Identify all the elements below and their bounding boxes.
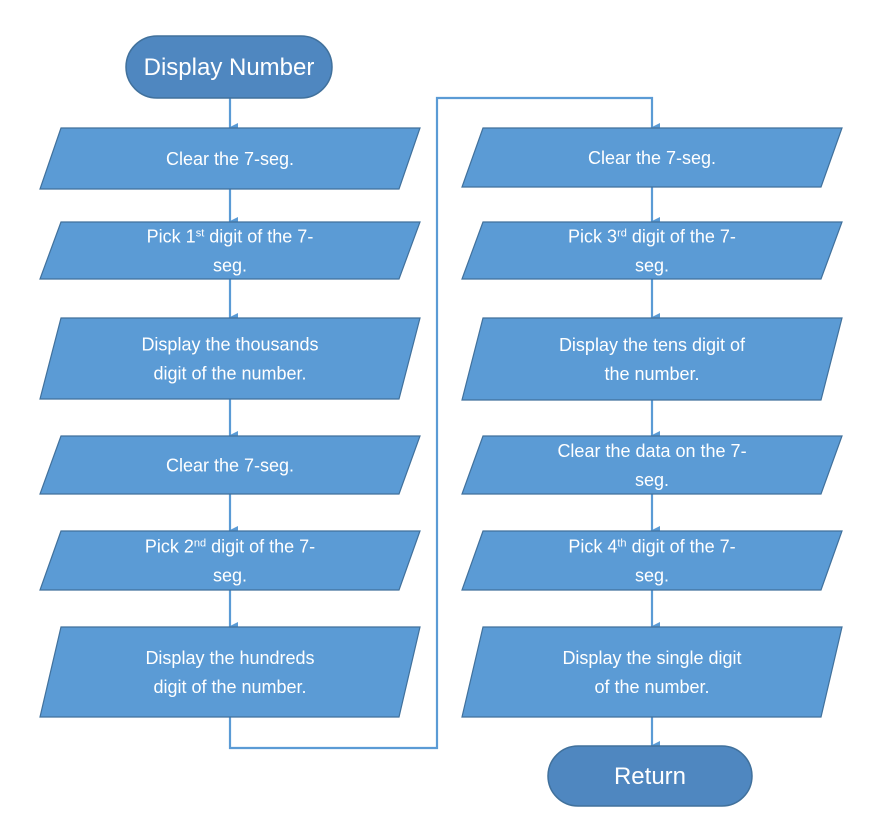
- right-step-6-line-2: of the number.: [594, 677, 709, 697]
- left-step-3: Display the thousands digit of the number…: [39, 317, 421, 400]
- label-text: digit of the number.: [153, 363, 306, 383]
- label-text: Pick 3: [568, 226, 617, 246]
- label-text: Display the tens digit of: [559, 335, 746, 355]
- left-step-2-line-2: seg.: [213, 255, 247, 275]
- label-text: Pick 2: [145, 536, 194, 556]
- label-text: Display the single digit: [562, 648, 741, 668]
- label-text: Pick 1: [147, 226, 196, 246]
- label-text: digit of the number.: [153, 677, 306, 697]
- label-text: the number.: [604, 364, 699, 384]
- right-step-3-shape: [461, 317, 843, 401]
- right-step-4-line-1: Clear the data on the 7-: [557, 441, 746, 461]
- left-step-6-line-1: Display the hundreds: [145, 648, 314, 668]
- right-step-2-line-1: Pick 3rd digit of the 7-: [568, 226, 736, 246]
- label-text: seg.: [635, 255, 669, 275]
- right-step-5-line-2: seg.: [635, 565, 669, 585]
- label-text: seg.: [213, 255, 247, 275]
- right-step-1-line-1: Clear the 7-seg.: [588, 148, 716, 168]
- start-terminal: Display Number: [125, 35, 333, 99]
- right-step-5-line-1: Pick 4th digit of the 7-: [568, 536, 735, 556]
- label-text: Pick 4: [568, 536, 617, 556]
- left-step-5: Pick 2nd digit of the 7- seg.: [39, 530, 421, 591]
- label-text: seg.: [213, 565, 247, 585]
- connectors: [228, 96, 660, 751]
- ordinal-superscript: nd: [194, 537, 206, 549]
- start-terminal-shape: [125, 35, 333, 99]
- start-terminal-label: Display Number: [144, 54, 315, 81]
- label-text: seg.: [635, 470, 669, 490]
- label-text: Clear the 7-seg.: [588, 148, 716, 168]
- end-terminal-label: Return: [614, 763, 686, 790]
- left-step-5-line-1: Pick 2nd digit of the 7-: [145, 536, 315, 556]
- right-step-1: Clear the 7-seg.: [461, 127, 843, 188]
- right-step-5-shape: [461, 530, 843, 591]
- left-step-4-shape: [39, 435, 421, 495]
- left-step-5-line-2: seg.: [213, 565, 247, 585]
- label-text: Display the thousands: [141, 334, 318, 354]
- right-step-2: Pick 3rd digit of the 7- seg.: [461, 221, 843, 280]
- ordinal-superscript: rd: [617, 227, 627, 239]
- label-text: digit of the 7-: [204, 226, 313, 246]
- left-step-4: Clear the 7-seg.: [39, 435, 421, 495]
- left-step-2-shape: [39, 221, 421, 280]
- label-text: digit of the 7-: [206, 536, 315, 556]
- left-step-3-line-2: digit of the number.: [153, 363, 306, 383]
- right-step-4-shape: [461, 435, 843, 495]
- label-text: digit of the 7-: [627, 536, 736, 556]
- right-step-6-line-1: Display the single digit: [562, 648, 741, 668]
- right-step-6: Display the single digit of the number.: [461, 626, 843, 718]
- label-text: Clear the data on the 7-: [557, 441, 746, 461]
- left-step-1-line-1: Clear the 7-seg.: [166, 149, 294, 169]
- right-step-4-line-2: seg.: [635, 470, 669, 490]
- end-terminal: Return: [547, 745, 753, 807]
- right-step-6-shape: [461, 626, 843, 718]
- label-text: of the number.: [594, 677, 709, 697]
- left-step-6: Display the hundreds digit of the number.: [39, 626, 421, 718]
- end-terminal-shape: [547, 745, 753, 807]
- left-step-1: Clear the 7-seg.: [39, 127, 421, 190]
- arrow-left-to-right-column: [228, 96, 660, 750]
- ordinal-superscript: st: [196, 227, 205, 239]
- right-step-3-line-2: the number.: [604, 364, 699, 384]
- right-step-3-line-1: Display the tens digit of: [559, 335, 746, 355]
- left-step-3-line-1: Display the thousands: [141, 334, 318, 354]
- left-step-6-shape: [39, 626, 421, 718]
- right-step-4: Clear the data on the 7- seg.: [461, 435, 843, 495]
- left-step-6-line-2: digit of the number.: [153, 677, 306, 697]
- label-text: seg.: [635, 565, 669, 585]
- left-step-5-shape: [39, 530, 421, 591]
- left-step-4-line-1: Clear the 7-seg.: [166, 455, 294, 475]
- label-text: Clear the 7-seg.: [166, 149, 294, 169]
- right-step-2-line-2: seg.: [635, 255, 669, 275]
- right-step-1-shape: [461, 127, 843, 188]
- right-step-2-shape: [461, 221, 843, 280]
- left-step-2: Pick 1st digit of the 7- seg.: [39, 221, 421, 280]
- left-step-1-shape: [39, 127, 421, 190]
- right-step-3: Display the tens digit of the number.: [461, 317, 843, 401]
- left-step-2-line-1: Pick 1st digit of the 7-: [147, 226, 314, 246]
- left-step-3-shape: [39, 317, 421, 400]
- label-text: digit of the 7-: [627, 226, 736, 246]
- ordinal-superscript: th: [617, 537, 626, 549]
- right-step-5: Pick 4th digit of the 7- seg.: [461, 530, 843, 591]
- label-text: Display the hundreds: [145, 648, 314, 668]
- label-text: Clear the 7-seg.: [166, 455, 294, 475]
